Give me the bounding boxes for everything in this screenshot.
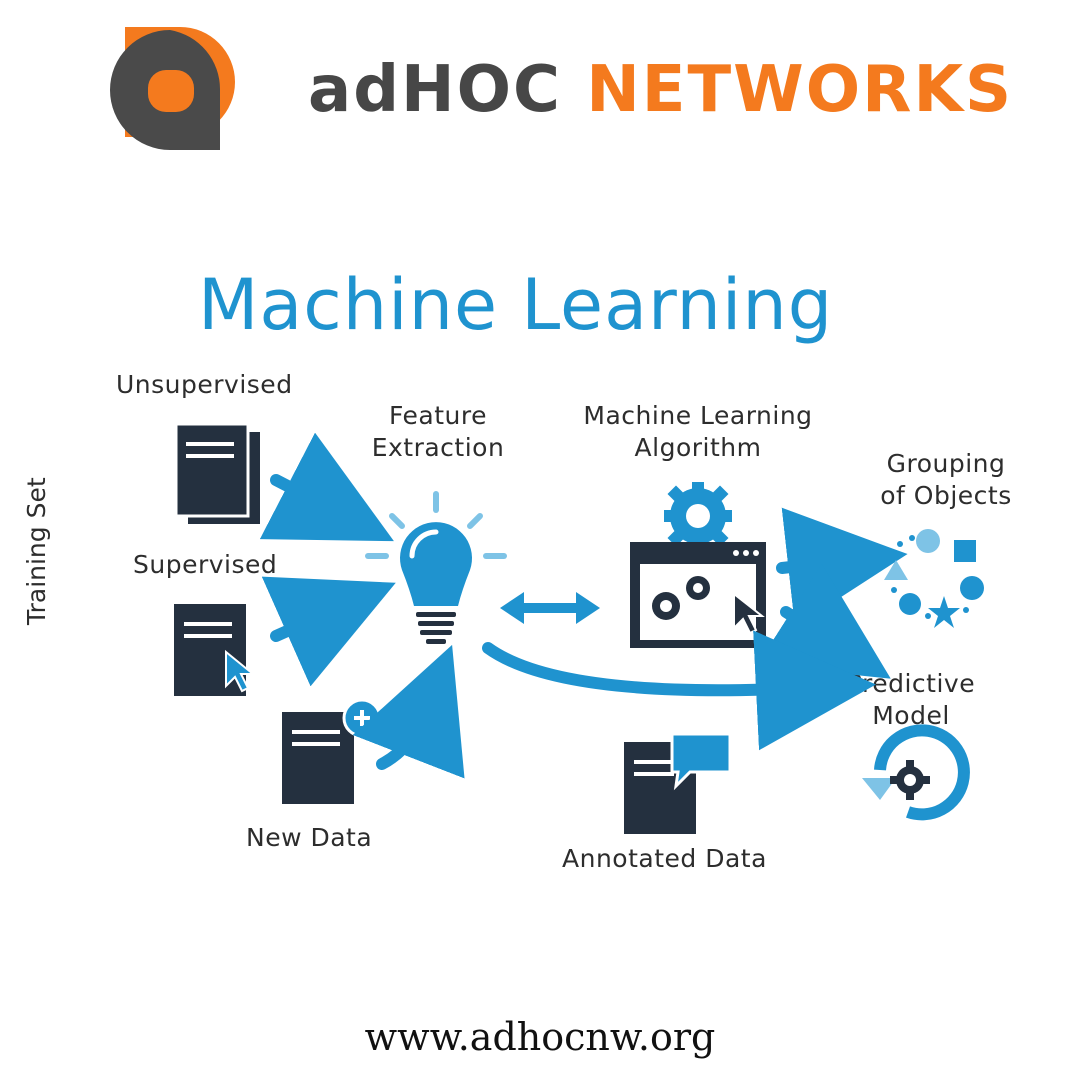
unsupervised-documents-icon bbox=[174, 422, 260, 524]
arrow-algorithm-to-predictive bbox=[757, 563, 891, 679]
small-gear-icon bbox=[652, 592, 680, 620]
arrow-new-data-to-feature bbox=[352, 644, 465, 779]
arrow-unsupervised-to-feature bbox=[259, 432, 394, 542]
annotated-data-icon bbox=[624, 732, 732, 834]
refresh-gear-icon bbox=[862, 724, 970, 821]
algorithm-window-icon bbox=[630, 542, 766, 648]
unsupervised-label: Unsupervised bbox=[116, 370, 293, 399]
ml-algorithm-label: Machine Learning Algorithm bbox=[572, 400, 824, 464]
cursor-icon bbox=[225, 649, 256, 693]
supervised-document-icon bbox=[174, 604, 256, 696]
speech-bubble-icon bbox=[670, 732, 732, 791]
ml-algorithm-line-1: Machine Learning bbox=[583, 401, 813, 430]
brand-wordmark: adHOC NETWORKS bbox=[308, 58, 1013, 122]
brand-name-dark: adHOC bbox=[308, 53, 562, 127]
diagram-title: Machine Learning bbox=[198, 264, 834, 346]
annotated-data-label: Annotated Data bbox=[562, 844, 767, 873]
feature-extraction-line-1: Feature bbox=[389, 401, 487, 430]
grouping-objects-icon bbox=[884, 529, 984, 628]
predictive-model-line-2: Model bbox=[872, 701, 950, 730]
lightbulb-icon bbox=[365, 491, 507, 644]
new-data-document-icon bbox=[282, 698, 382, 804]
footer-url[interactable]: www.adhocnw.org bbox=[364, 1015, 716, 1059]
bidirectional-arrow bbox=[500, 592, 600, 624]
arrow-feature-to-predictive bbox=[482, 630, 876, 751]
brand-name-accent: NETWORKS bbox=[586, 53, 1014, 127]
arrow-algorithm-to-grouping bbox=[776, 507, 908, 627]
grouping-line-1: Grouping bbox=[886, 449, 1006, 478]
ml-algorithm-line-2: Algorithm bbox=[634, 433, 762, 462]
supervised-label: Supervised bbox=[133, 550, 278, 579]
new-data-label: New Data bbox=[246, 823, 373, 852]
gear-icon bbox=[664, 482, 732, 550]
grouping-line-2: of Objects bbox=[880, 481, 1012, 510]
small-gear-icon bbox=[686, 576, 710, 600]
grouping-label: Grouping of Objects bbox=[866, 448, 1026, 512]
arrow-supervised-to-feature bbox=[261, 576, 396, 687]
